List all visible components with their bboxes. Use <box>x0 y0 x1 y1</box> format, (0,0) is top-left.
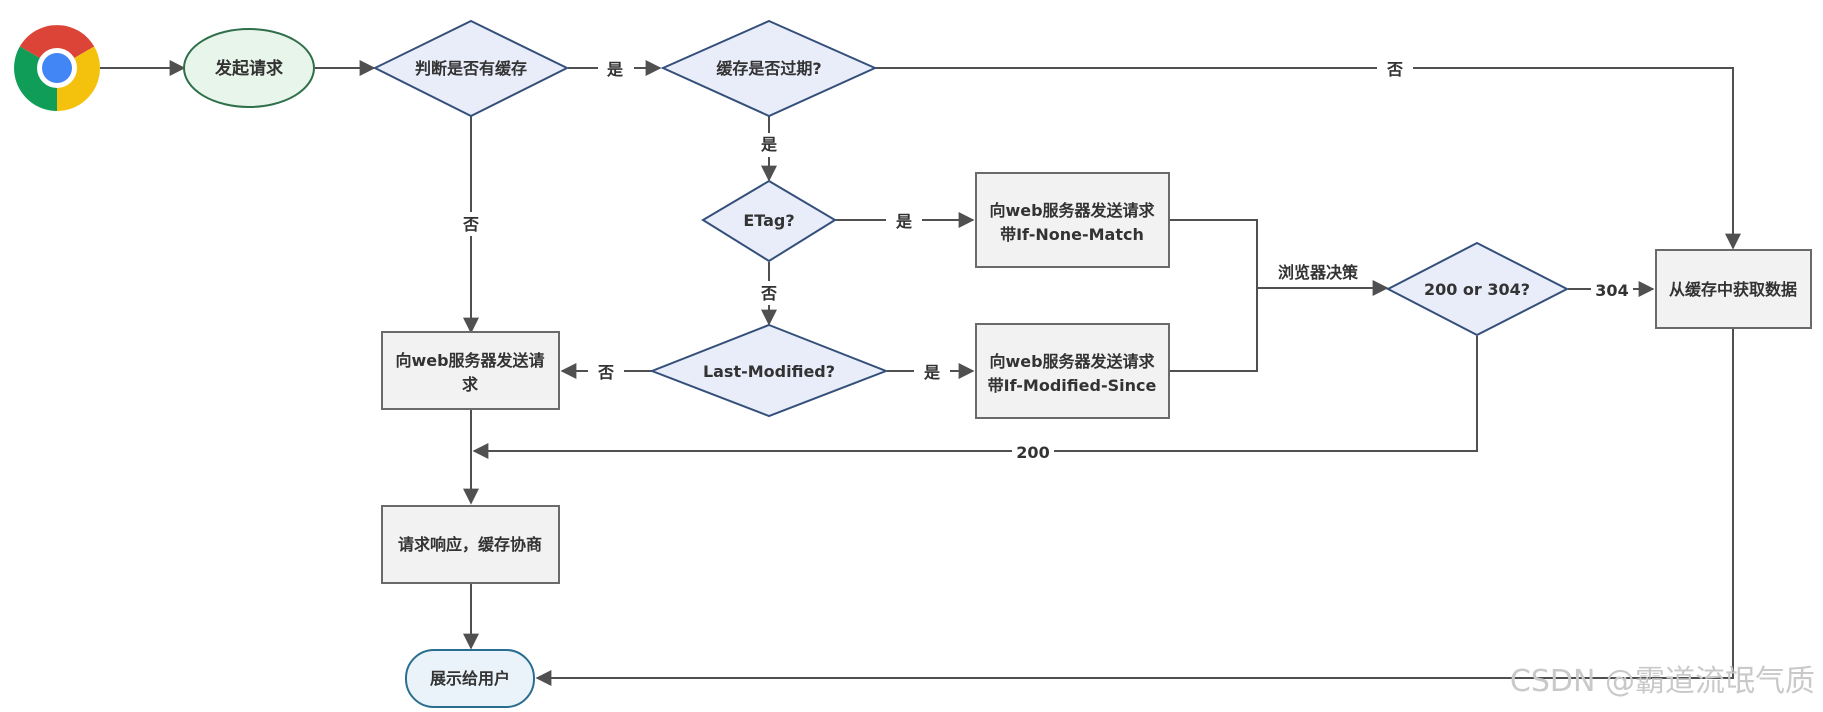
node-send-none-match-line2: 带If-None-Match <box>1000 225 1144 244</box>
label-200: 200 <box>1016 443 1049 462</box>
node-start: 发起请求 <box>183 28 315 108</box>
node-show: 展示给用户 <box>405 649 535 708</box>
label-lastmodified-no: 否 <box>597 363 614 382</box>
node-send-none-match-line1: 向web服务器发送请求 <box>989 201 1155 220</box>
label-expired-yes: 是 <box>760 135 777 154</box>
node-has-cache-label: 判断是否有缓存 <box>415 59 527 78</box>
node-has-cache: 判断是否有缓存 <box>372 19 570 118</box>
edge-fromcache-show <box>535 329 1734 686</box>
label-hascache-yes: 是 <box>606 60 623 79</box>
node-show-label: 展示给用户 <box>430 669 510 688</box>
node-from-cache-label: 从缓存中获取数据 <box>1669 280 1797 299</box>
edge-status-200 <box>472 336 1478 459</box>
label-etag-no: 否 <box>760 284 777 303</box>
node-last-modified-label: Last-Modified? <box>703 362 835 381</box>
node-send-modified-since: 向web服务器发送请求 带If-Modified-Since <box>975 323 1170 419</box>
node-send-request-line1: 向web服务器发送请 <box>395 351 544 370</box>
node-expired: 缓存是否过期? <box>660 19 878 118</box>
label-304: 304 <box>1595 281 1628 300</box>
node-send-modified-since-line2: 带If-Modified-Since <box>988 376 1157 395</box>
node-expired-label: 缓存是否过期? <box>715 59 821 78</box>
label-etag-yes: 是 <box>895 212 912 231</box>
node-send-request-line2: 求 <box>462 375 479 394</box>
label-browser-decides: 浏览器决策 <box>1278 263 1359 282</box>
edge-expired-fromcache <box>875 67 1741 250</box>
node-from-cache: 从缓存中获取数据 <box>1655 249 1812 329</box>
node-send-request: 向web服务器发送请 求 <box>381 331 560 410</box>
edge-nonematch-merge <box>1170 219 1258 372</box>
node-start-label: 发起请求 <box>214 58 283 79</box>
node-etag-label: ETag? <box>743 211 794 230</box>
node-last-modified: Last-Modified? <box>649 323 889 418</box>
node-send-modified-since-line1: 向web服务器发送请求 <box>989 352 1155 371</box>
chrome-logo-icon <box>14 25 100 111</box>
node-negotiate-label: 请求响应，缓存协商 <box>398 535 542 554</box>
node-etag: ETag? <box>701 179 837 263</box>
watermark: CSDN @霸道流氓气质 <box>1510 664 1815 699</box>
label-hascache-no: 否 <box>462 215 479 234</box>
node-send-none-match: 向web服务器发送请求 带If-None-Match <box>975 172 1170 268</box>
node-negotiate: 请求响应，缓存协商 <box>381 505 560 584</box>
node-status: 200 or 304? <box>1385 241 1570 337</box>
label-expired-no: 否 <box>1386 60 1403 79</box>
label-lastmodified-yes: 是 <box>923 363 940 382</box>
node-status-label: 200 or 304? <box>1424 280 1530 299</box>
